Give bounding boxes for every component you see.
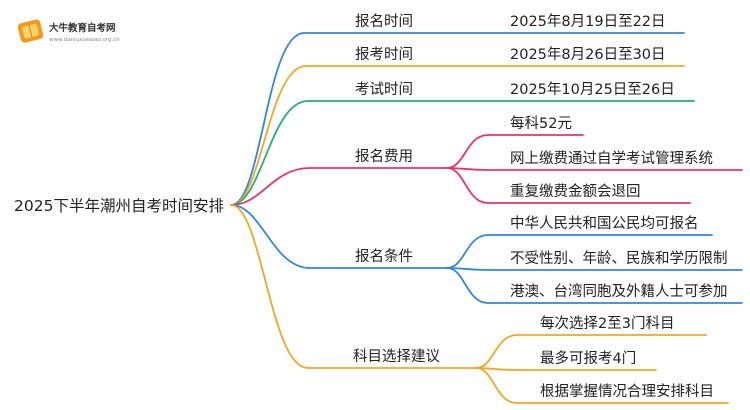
branch-label-subject-advice: 科目选择建议 — [353, 348, 440, 365]
edge-fee-to-per-subject — [446, 134, 584, 169]
leaf-registration-dates: 2025年8月19日至22日 — [510, 13, 666, 30]
leaf-fee-per-subject: 每科52元 — [510, 115, 572, 132]
branch-eligibility: 报名条件 中华人民共和国公民均可报名 不受性别、年龄、民族和学历限制 港澳、台湾… — [230, 204, 743, 304]
edge-root-to-application-time — [230, 65, 685, 206]
leaf-duplicate-refund: 重复缴费金额会退回 — [510, 182, 641, 200]
branch-exam-time: 考试时间 2025年10月25日至26日 — [230, 81, 695, 206]
branch-subject-advice: 科目选择建议 每次选择2至3门科目 最多可报考4门 根据掌握情况合理安排科目 — [230, 204, 729, 404]
edge-advice-to-two-to-three-subjects — [475, 334, 707, 369]
branch-application-time: 报考时间 2025年8月26日至30日 — [230, 46, 685, 206]
branch-label-registration-fee: 报名费用 — [355, 148, 413, 165]
edge-eligibility-to-hk-macao-taiwan-foreign — [446, 267, 743, 304]
leaf-exam-dates: 2025年10月25日至26日 — [510, 81, 675, 98]
leaf-hk-macao-taiwan-foreign: 港澳、台湾同胞及外籍人士可参加 — [510, 283, 728, 300]
edge-root-to-registration-time — [230, 32, 685, 206]
edge-eligibility-to-no-restrictions — [446, 267, 743, 271]
leaf-online-payment: 网上缴费通过自学考试管理系统 — [510, 150, 713, 167]
edge-root-to-exam-time — [230, 100, 695, 206]
leaf-max-four-subjects: 最多可报考4门 — [540, 350, 636, 367]
edge-advice-to-arrange-by-mastery — [475, 367, 729, 404]
branch-registration-time: 报名时间 2025年8月19日至22日 — [230, 13, 685, 206]
leaf-arrange-by-mastery: 根据掌握情况合理安排科目 — [540, 383, 714, 400]
leaf-no-restrictions: 不受性别、年龄、民族和学历限制 — [510, 250, 728, 267]
leaf-two-to-three-subjects: 每次选择2至3门科目 — [540, 315, 674, 332]
leaf-application-dates: 2025年8月26日至30日 — [510, 46, 666, 63]
branch-registration-fee: 报名费用 每科52元 网上缴费通过自学考试管理系统 重复缴费金额会退回 — [230, 115, 743, 206]
edge-eligibility-to-all-citizens — [446, 234, 713, 269]
branch-label-exam-time: 考试时间 — [355, 81, 413, 98]
edge-root-to-eligibility — [230, 204, 448, 269]
site-logo: 大牛教育自考网 www.daniuxueaiao.org.cn — [17, 19, 120, 43]
site-name: 大牛教育自考网 — [49, 22, 116, 34]
edge-fee-to-duplicate-refund — [446, 167, 691, 204]
branch-label-application-time: 报考时间 — [355, 46, 413, 63]
branch-label-eligibility: 报名条件 — [355, 248, 413, 265]
edge-root-to-registration-fee — [230, 167, 448, 206]
leaf-all-citizens: 中华人民共和国公民均可报名 — [510, 215, 699, 232]
edge-advice-to-max-four-subjects — [475, 367, 657, 371]
edge-fee-to-online-payment — [446, 167, 743, 171]
root-topic: 2025下半年潮州自考时间安排 — [14, 197, 224, 215]
site-url: www.daniuxueaiao.org.cn — [49, 37, 120, 43]
branch-label-registration-time: 报名时间 — [355, 13, 413, 30]
book-icon — [17, 19, 44, 43]
edge-root-to-subject-advice — [230, 204, 477, 369]
